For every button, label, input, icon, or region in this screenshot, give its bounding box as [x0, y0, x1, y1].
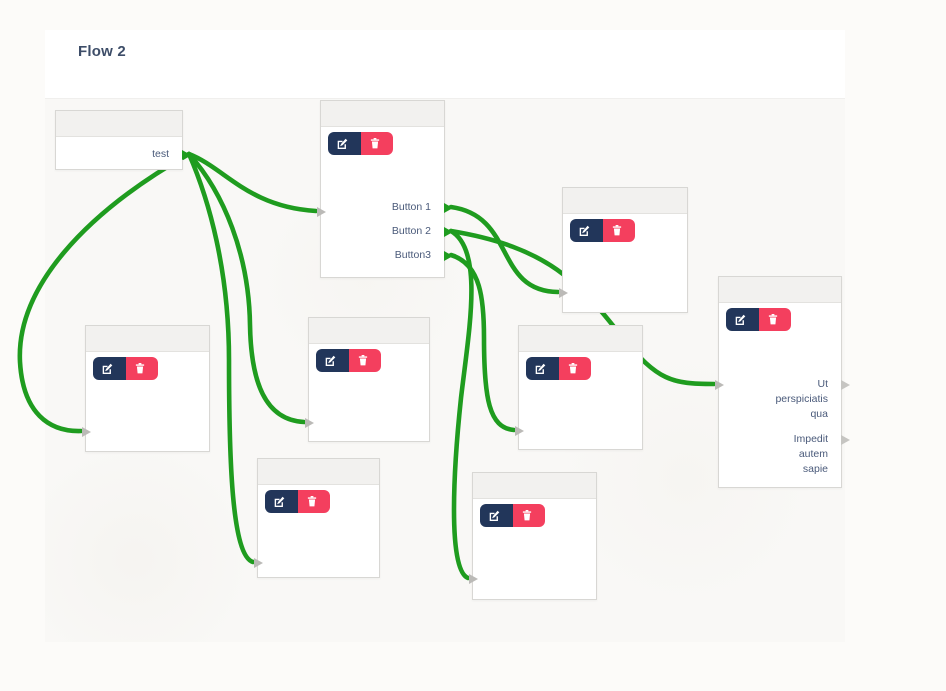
node-jasper[interactable] — [469, 472, 597, 600]
node-title[interactable] — [86, 326, 209, 352]
delete-button[interactable] — [603, 219, 635, 242]
node-actions — [93, 357, 158, 380]
edit-button[interactable] — [265, 490, 298, 513]
trash-icon — [768, 314, 778, 325]
node-nora[interactable] — [305, 317, 430, 442]
pencil-icon — [489, 510, 500, 521]
output-port-arrow-icon[interactable] — [444, 251, 453, 261]
node-lysandra[interactable] — [254, 458, 380, 578]
delete-button[interactable] — [513, 504, 545, 527]
trash-icon — [612, 225, 622, 236]
pencil-icon — [735, 314, 746, 325]
input-port-arrow-icon[interactable] — [305, 418, 314, 428]
node-actions — [265, 490, 330, 513]
trash-icon — [135, 363, 145, 374]
pencil-icon — [102, 363, 113, 374]
header-card: Flow 2 — [45, 30, 845, 99]
output-port-label: Button 1 — [391, 201, 431, 213]
node-flow2bot1[interactable]: Button 1 Button 2 Button3 — [317, 100, 453, 278]
node-actions — [526, 357, 591, 380]
node-actions — [328, 132, 393, 155]
delete-button[interactable] — [559, 357, 591, 380]
node-title[interactable] — [56, 111, 182, 137]
edit-button[interactable] — [726, 308, 759, 331]
output-port-label: Button3 — [394, 249, 431, 261]
edit-button[interactable] — [526, 357, 559, 380]
output-port-arrow-icon[interactable] — [841, 435, 850, 445]
edit-button[interactable] — [316, 349, 349, 372]
node-title[interactable] — [321, 101, 444, 127]
pencil-icon — [337, 138, 348, 149]
node-title[interactable] — [473, 473, 596, 499]
pencil-icon — [325, 355, 336, 366]
input-port-arrow-icon[interactable] — [317, 207, 326, 217]
trash-icon — [522, 510, 532, 521]
input-port-arrow-icon[interactable] — [715, 380, 724, 390]
input-port-arrow-icon[interactable] — [469, 574, 478, 584]
delete-button[interactable] — [759, 308, 791, 331]
output-port-label: test — [152, 148, 169, 160]
edit-button[interactable] — [93, 357, 126, 380]
node-actions — [570, 219, 635, 242]
node-title[interactable] — [258, 459, 379, 485]
output-port-arrow-icon[interactable] — [444, 227, 453, 237]
node-title[interactable] — [519, 326, 642, 352]
pencil-icon — [535, 363, 546, 374]
delete-button[interactable] — [361, 132, 393, 155]
trash-icon — [307, 496, 317, 507]
input-port-arrow-icon[interactable] — [559, 288, 568, 298]
pencil-icon — [274, 496, 285, 507]
delete-button[interactable] — [126, 357, 158, 380]
edit-button[interactable] — [328, 132, 361, 155]
input-port-arrow-icon[interactable] — [254, 558, 263, 568]
output-port-label: Button 2 — [391, 225, 431, 237]
output-port-arrow-icon[interactable] — [841, 380, 850, 390]
input-port-arrow-icon[interactable] — [515, 426, 524, 436]
node-title[interactable] — [719, 277, 841, 303]
page-title: Flow 2 — [78, 43, 126, 60]
trash-icon — [370, 138, 380, 149]
input-port-arrow-icon[interactable] — [82, 427, 91, 437]
node-start[interactable]: test — [55, 110, 191, 170]
output-port-arrow-icon[interactable] — [182, 150, 191, 160]
node-title[interactable] — [309, 318, 429, 344]
trash-icon — [568, 363, 578, 374]
edit-button[interactable] — [570, 219, 603, 242]
node-title[interactable] — [563, 188, 687, 214]
output-port-arrow-icon[interactable] — [444, 203, 453, 213]
trash-icon — [358, 355, 368, 366]
delete-button[interactable] — [349, 349, 381, 372]
node-lindsey[interactable] — [515, 325, 643, 450]
node-oren[interactable] — [82, 325, 210, 452]
edit-button[interactable] — [480, 504, 513, 527]
node-brett[interactable] — [559, 187, 688, 313]
node-actions — [316, 349, 381, 372]
node-actions — [480, 504, 545, 527]
pencil-icon — [579, 225, 590, 236]
delete-button[interactable] — [298, 490, 330, 513]
node-actions — [726, 308, 791, 331]
